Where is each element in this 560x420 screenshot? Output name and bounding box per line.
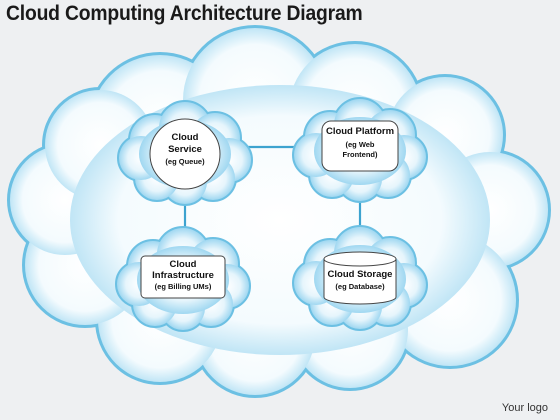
node-service-label-line2: Service: [168, 144, 202, 155]
node-service-detail: (eg Queue): [165, 157, 205, 166]
node-platform-box: [321, 120, 399, 172]
logo-placeholder: Your logo: [501, 402, 548, 414]
node-cloud-storage[interactable]: Cloud Storage (eg Database): [292, 225, 428, 331]
node-service-label-line1: Cloud: [172, 132, 199, 143]
node-platform-label: Cloud Platform: [326, 126, 394, 137]
database-cylinder-icon: [323, 251, 397, 305]
node-cloud-platform[interactable]: Cloud Platform (eg Web Frontend): [292, 97, 428, 203]
node-infrastructure-detail: (eg Billing UMs): [155, 282, 212, 291]
node-infrastructure-label-line2: Infrastructure: [152, 270, 214, 281]
node-storage-detail: (eg Database): [335, 282, 385, 291]
page-title: Cloud Computing Architecture Diagram: [6, 2, 363, 25]
node-storage-label: Cloud Storage: [328, 269, 393, 280]
node-infrastructure-label-line1: Cloud: [170, 259, 197, 270]
node-platform-detail-line2: Frontend): [343, 150, 378, 159]
node-platform-detail-line1: (eg Web: [345, 140, 374, 149]
background-cloud: [10, 28, 548, 395]
node-cloud-infrastructure[interactable]: Cloud Infrastructure (eg Billing UMs): [115, 226, 251, 332]
node-infrastructure-box: [140, 255, 226, 299]
node-service-circle: [149, 118, 221, 190]
node-cloud-service[interactable]: Cloud Service (eg Queue): [117, 100, 253, 206]
